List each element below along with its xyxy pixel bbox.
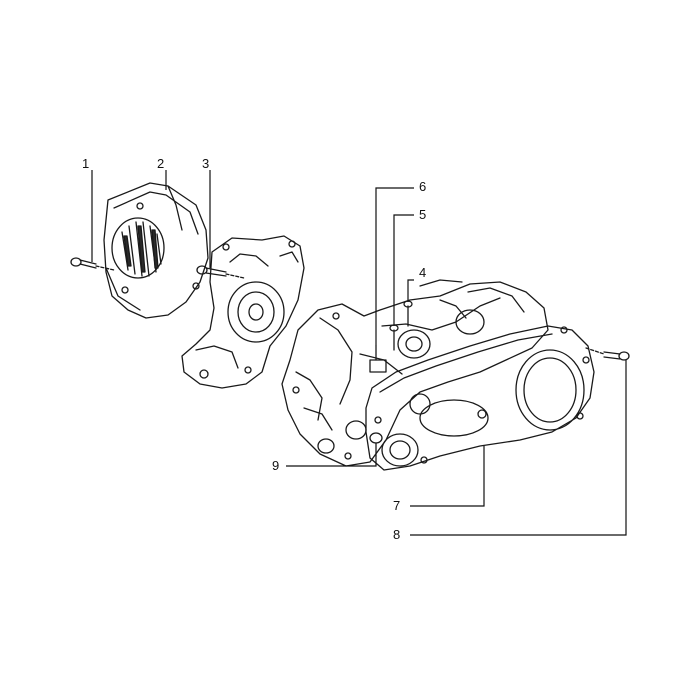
callout-9: 9 — [272, 458, 280, 473]
callout-3: 3 — [202, 156, 210, 171]
callout-4: 4 — [419, 265, 427, 280]
fan-cover-grille — [111, 217, 165, 279]
leader-5 — [393, 214, 414, 326]
callout-5: 5 — [419, 207, 427, 222]
screw-part-3[interactable] — [196, 265, 245, 279]
leader-9 — [286, 456, 377, 467]
callout-2: 2 — [157, 156, 165, 171]
leader-4 — [407, 279, 414, 302]
engine-crankcase-part — [281, 279, 549, 467]
screw-part-8[interactable] — [585, 347, 630, 361]
leader-8 — [410, 360, 627, 536]
screw-part-6[interactable] — [369, 345, 387, 373]
callout-7: 7 — [393, 498, 401, 513]
screw-part-5[interactable] — [389, 324, 399, 351]
callout-1: 1 — [82, 156, 90, 171]
callout-8: 8 — [393, 527, 401, 542]
leader-lines — [91, 170, 627, 536]
leader-6 — [375, 187, 414, 346]
screw-part-1[interactable] — [70, 257, 115, 271]
callout-6: 6 — [419, 179, 427, 194]
fan-cover-part[interactable] — [103, 182, 209, 319]
screw-part-9[interactable] — [369, 432, 383, 457]
cylinder-cover-part — [181, 235, 305, 389]
leader-7 — [410, 446, 485, 507]
screw-part-4[interactable] — [403, 300, 413, 327]
transmission-cover-part[interactable] — [365, 325, 595, 471]
